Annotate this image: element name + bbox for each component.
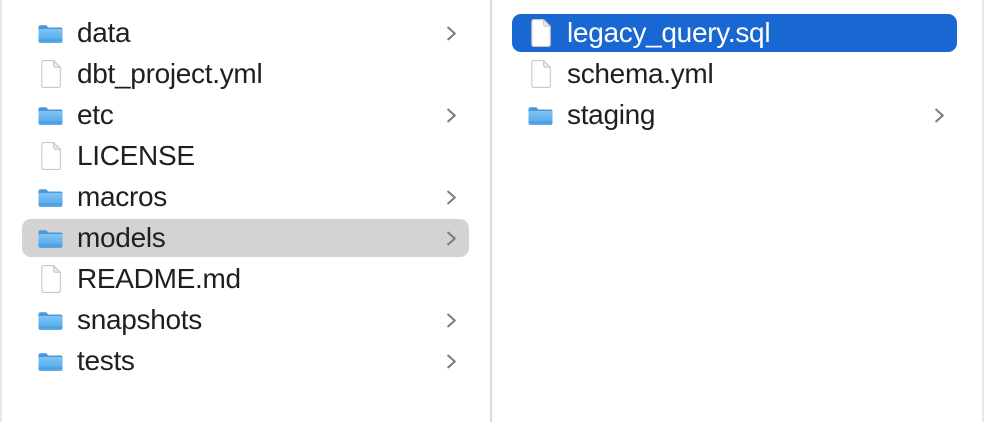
item-label: snapshots [77,304,202,335]
item-label: models [77,222,166,253]
file-row-schema-yml[interactable]: schema.yml [512,55,957,93]
folder-row-staging[interactable]: staging [512,96,957,134]
folder-row-snapshots[interactable]: snapshots [22,301,469,339]
folder-icon [37,18,64,48]
chevron-right-icon [445,353,458,370]
file-icon [527,59,554,89]
finder-column-parent: data [0,0,492,422]
item-label: schema.yml [567,58,714,89]
item-label: staging [567,99,656,130]
chevron-right-icon [445,230,458,247]
folder-row-data[interactable]: data [22,14,469,52]
file-row-readme-md[interactable]: README.md [22,260,469,298]
file-icon [37,264,64,294]
item-label: legacy_query.sql [567,17,771,48]
file-icon [37,141,64,171]
folder-icon [37,346,64,376]
item-label: LICENSE [77,140,195,171]
folder-row-etc[interactable]: etc [22,96,469,134]
folder-icon [37,182,64,212]
folder-row-models[interactable]: models [22,219,469,257]
item-label: tests [77,345,135,376]
folder-icon [527,100,554,130]
file-icon [37,59,64,89]
file-icon [527,18,554,48]
chevron-right-icon [933,107,946,124]
finder-column-child: legacy_query.sql [492,0,984,422]
folder-row-macros[interactable]: macros [22,178,469,216]
chevron-right-icon [445,312,458,329]
chevron-right-icon [445,25,458,42]
file-row-license[interactable]: LICENSE [22,137,469,175]
item-label: macros [77,181,167,212]
folder-icon [37,223,64,253]
chevron-right-icon [445,107,458,124]
folder-icon [37,100,64,130]
file-row-legacy-query-sql[interactable]: legacy_query.sql [512,14,957,52]
folder-icon [37,305,64,335]
item-label: README.md [77,263,241,294]
folder-row-tests[interactable]: tests [22,342,469,380]
chevron-right-icon [445,189,458,206]
item-label: dbt_project.yml [77,58,263,89]
file-row-dbt-project-yml[interactable]: dbt_project.yml [22,55,469,93]
item-label: data [77,17,131,48]
item-label: etc [77,99,114,130]
